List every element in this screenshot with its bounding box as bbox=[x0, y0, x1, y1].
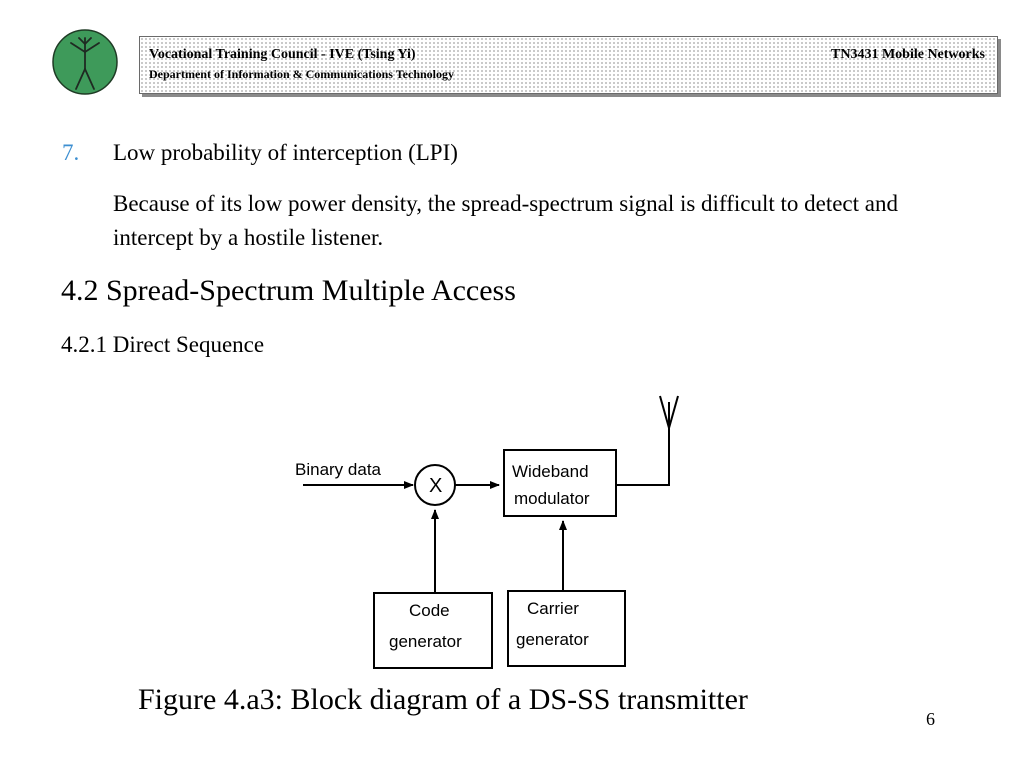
page-number: 6 bbox=[926, 709, 935, 729]
header-organization: Vocational Training Council - IVE (Tsing… bbox=[149, 47, 416, 62]
carrier-generator-label-line2: generator bbox=[516, 630, 589, 649]
antenna-icon bbox=[659, 395, 679, 429]
binary-data-label: Binary data bbox=[295, 460, 382, 479]
figure-caption: Figure 4.a3: Block diagram of a DS-SS tr… bbox=[138, 683, 748, 716]
logo bbox=[52, 29, 118, 95]
logo-figure-icon bbox=[70, 37, 100, 90]
block-diagram: Binary data X Wideband modulator Code ge… bbox=[295, 395, 679, 669]
output-line bbox=[616, 428, 670, 486]
section-title: 4.2 Spread-Spectrum Multiple Access bbox=[61, 274, 516, 307]
code-generator-label-line2: generator bbox=[389, 632, 462, 651]
code-generator-block bbox=[373, 592, 493, 669]
carrier-generator-block bbox=[507, 590, 626, 667]
header-department: Department of Information & Communicatio… bbox=[149, 67, 454, 81]
list-item-number: 7. bbox=[62, 140, 80, 165]
header-course: TN3431 Mobile Networks bbox=[831, 47, 985, 62]
modulator-label-line2: modulator bbox=[514, 489, 590, 508]
header-banner: Vocational Training Council - IVE (Tsing… bbox=[139, 36, 998, 94]
subsection-title: 4.2.1 Direct Sequence bbox=[61, 332, 265, 357]
list-item-body: Because of its low power density, the sp… bbox=[113, 191, 898, 250]
multiplier-symbol: X bbox=[429, 475, 442, 497]
code-generator-label-line1: Code bbox=[409, 601, 450, 620]
wideband-modulator-block bbox=[503, 449, 617, 517]
carrier-generator-label-line1: Carrier bbox=[527, 599, 579, 618]
modulator-label-line1: Wideband bbox=[512, 462, 589, 481]
list-item-title: Low probability of interception (LPI) bbox=[113, 140, 458, 165]
